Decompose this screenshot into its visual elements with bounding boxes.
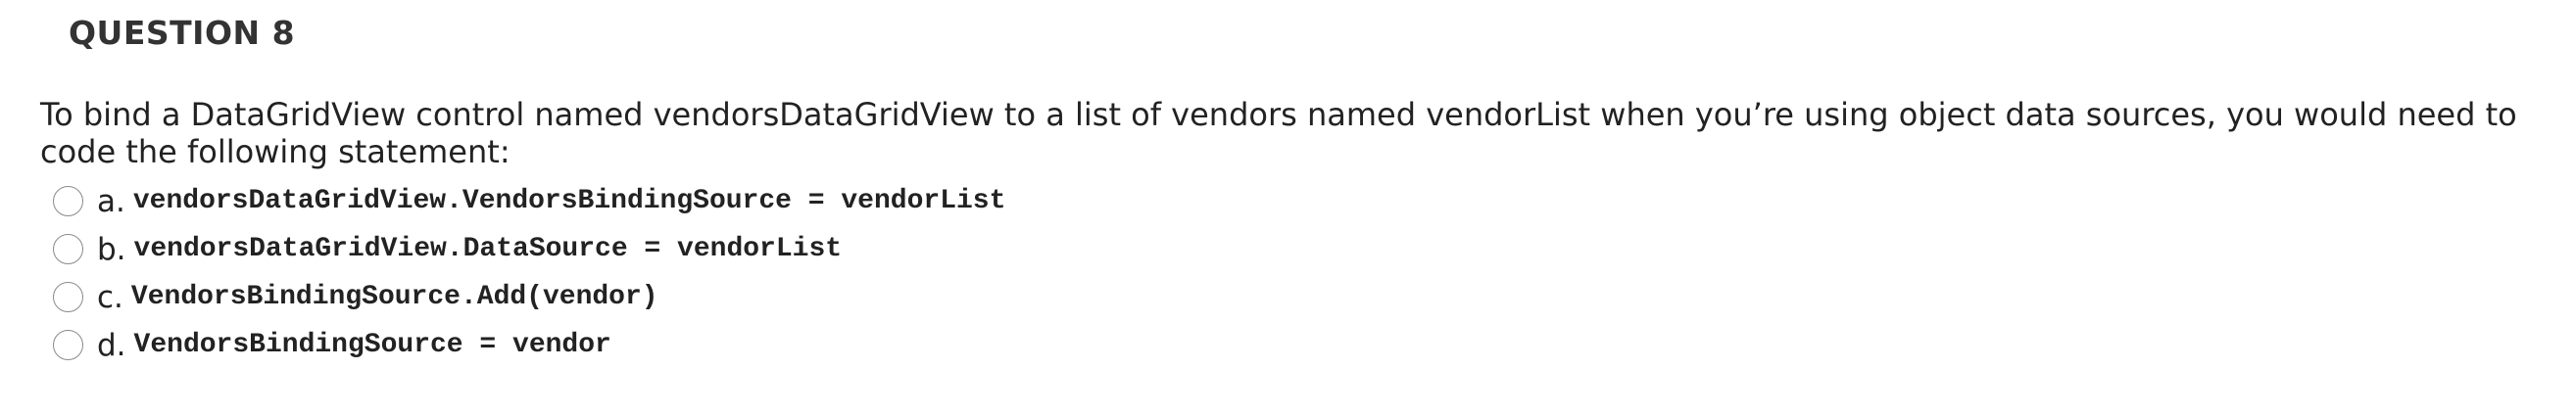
question-title: QUESTION 8 — [69, 14, 296, 52]
radio-button-c[interactable] — [53, 282, 83, 312]
question-text: To bind a DataGridView control named ven… — [40, 96, 2517, 170]
answer-list: a. vendorsDataGridView.VendorsBindingSou… — [53, 177, 1005, 369]
answer-letter: c. — [97, 279, 123, 315]
answer-code: VendorsBindingSource = vendor — [133, 330, 611, 360]
answer-letter: a. — [97, 183, 125, 219]
answer-option-b[interactable]: b. vendorsDataGridView.DataSource = vend… — [53, 225, 1005, 273]
answer-letter: b. — [97, 231, 126, 267]
answer-code: vendorsDataGridView.DataSource = vendorL… — [133, 234, 843, 264]
answer-option-a[interactable]: a. vendorsDataGridView.VendorsBindingSou… — [53, 177, 1005, 225]
radio-button-a[interactable] — [53, 186, 83, 216]
radio-button-b[interactable] — [53, 234, 83, 264]
answer-option-d[interactable]: d. VendorsBindingSource = vendor — [53, 321, 1005, 369]
answer-code: VendorsBindingSource.Add(vendor) — [130, 282, 658, 312]
answer-code: vendorsDataGridView.VendorsBindingSource… — [132, 186, 1006, 216]
radio-button-d[interactable] — [53, 330, 83, 360]
answer-option-c[interactable]: c. VendorsBindingSource.Add(vendor) — [53, 273, 1005, 321]
answer-letter: d. — [97, 327, 126, 363]
